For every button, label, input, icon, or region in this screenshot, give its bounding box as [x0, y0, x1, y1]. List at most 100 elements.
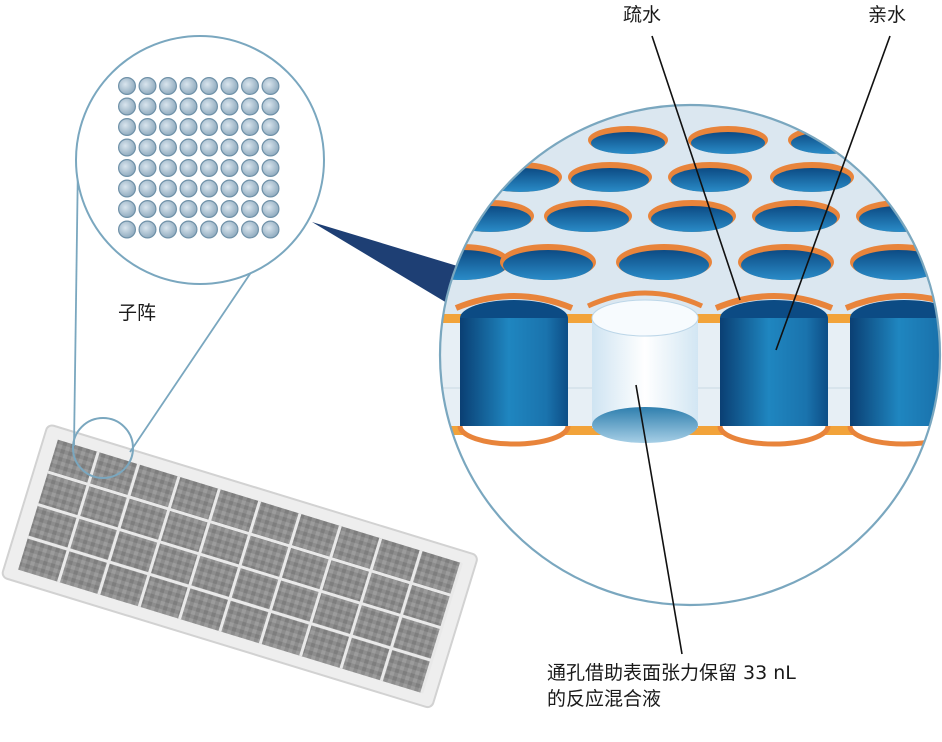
top-hole — [440, 250, 507, 280]
subarray-well — [159, 117, 178, 136]
subarray-well — [200, 220, 219, 239]
zoom-pointer — [312, 222, 464, 306]
subarray-well — [159, 138, 178, 157]
top-hole — [651, 206, 733, 232]
well-bottom-rim — [457, 425, 571, 447]
subarray-well — [241, 159, 260, 178]
subarray-well — [159, 179, 178, 198]
subarray-well — [200, 138, 219, 157]
subarray-well — [200, 200, 219, 219]
subarray-well — [117, 117, 136, 136]
top-hole — [547, 206, 629, 232]
top-hole — [449, 206, 531, 232]
subarray-well — [241, 117, 260, 136]
subarray-well — [220, 76, 239, 95]
top-hole — [691, 132, 765, 154]
empty-well-wall — [850, 318, 940, 428]
subarray-well — [261, 76, 280, 95]
top-hole — [755, 206, 837, 232]
chip-grid-line — [47, 470, 452, 597]
well-bottom-rim — [847, 425, 940, 447]
subarray-well — [138, 117, 157, 136]
subarray-well — [200, 179, 219, 198]
subarray-well — [159, 200, 178, 219]
subarray-well — [117, 138, 136, 157]
subarray-well — [179, 97, 198, 116]
subarray-well — [200, 76, 219, 95]
subarray-well — [220, 159, 239, 178]
subarray-well — [179, 159, 198, 178]
subarray-well — [220, 117, 239, 136]
empty-well-wall — [720, 318, 828, 428]
subarray-well — [241, 97, 260, 116]
subarray-well — [138, 76, 157, 95]
subarray-well — [159, 159, 178, 178]
subarray-well — [220, 179, 239, 198]
liquid-top — [591, 299, 699, 337]
chip-grid-line — [37, 503, 442, 630]
chip-array — [1, 424, 478, 709]
top-hole — [873, 168, 940, 192]
well-magnifier — [438, 103, 942, 607]
chip-zoom-marker — [72, 417, 134, 479]
top-hole — [591, 132, 665, 154]
top-hole — [671, 168, 749, 192]
hydrophobic-label: 疏水 — [623, 4, 662, 26]
subarray-well — [200, 159, 219, 178]
subarray-well — [220, 138, 239, 157]
empty-well-top — [460, 300, 568, 318]
subarray-well — [117, 97, 136, 116]
subarray-well — [261, 138, 280, 157]
subarray-well — [138, 159, 157, 178]
subarray-well — [200, 97, 219, 116]
subarray-well — [261, 220, 280, 239]
subarray-well — [261, 97, 280, 116]
subarray-well — [179, 179, 198, 198]
top-hole-rim — [870, 162, 940, 192]
well-rim — [586, 290, 704, 309]
well-rim — [454, 293, 574, 311]
empty-well-wall — [460, 318, 568, 428]
subarray-well — [241, 138, 260, 157]
subarray-well — [241, 179, 260, 198]
subarray-magnifier — [75, 35, 325, 285]
caption-line-1: 通孔借助表面张力保留 33 nL — [547, 662, 796, 684]
subarray-well — [138, 97, 157, 116]
subarray-well — [117, 200, 136, 219]
subarray-well — [261, 179, 280, 198]
subarray-label: 子阵 — [118, 302, 157, 324]
subarray-well — [179, 220, 198, 239]
subarray-well — [159, 76, 178, 95]
subarray-well — [117, 179, 136, 198]
subarray-well — [138, 220, 157, 239]
subarray-well — [220, 200, 239, 219]
subarray-well — [179, 76, 198, 95]
subarray-well — [117, 159, 136, 178]
subarray-well — [261, 159, 280, 178]
subarray-well — [241, 220, 260, 239]
caption-line-2: 的反应混合液 — [547, 688, 662, 710]
subarray-well — [179, 200, 198, 219]
top-hole — [741, 250, 831, 280]
subarray-well — [220, 220, 239, 239]
liquid-bottom — [592, 407, 698, 443]
subarray-well — [241, 76, 260, 95]
well-rim — [714, 293, 834, 311]
empty-well-top — [720, 300, 828, 318]
subarray-well — [117, 220, 136, 239]
chip-grid-line — [27, 535, 433, 662]
subarray-well — [138, 200, 157, 219]
well-rim — [844, 293, 940, 311]
subarray-well — [200, 117, 219, 136]
subarray-well — [220, 97, 239, 116]
subarray-well — [179, 138, 198, 157]
subarray-well — [261, 117, 280, 136]
top-hole — [571, 168, 649, 192]
subarray-well — [261, 200, 280, 219]
hydrophilic-label: 亲水 — [868, 4, 907, 26]
subarray-well — [159, 220, 178, 239]
top-hole — [853, 250, 940, 280]
leader-lines — [635, 35, 891, 655]
top-hole — [503, 250, 593, 280]
